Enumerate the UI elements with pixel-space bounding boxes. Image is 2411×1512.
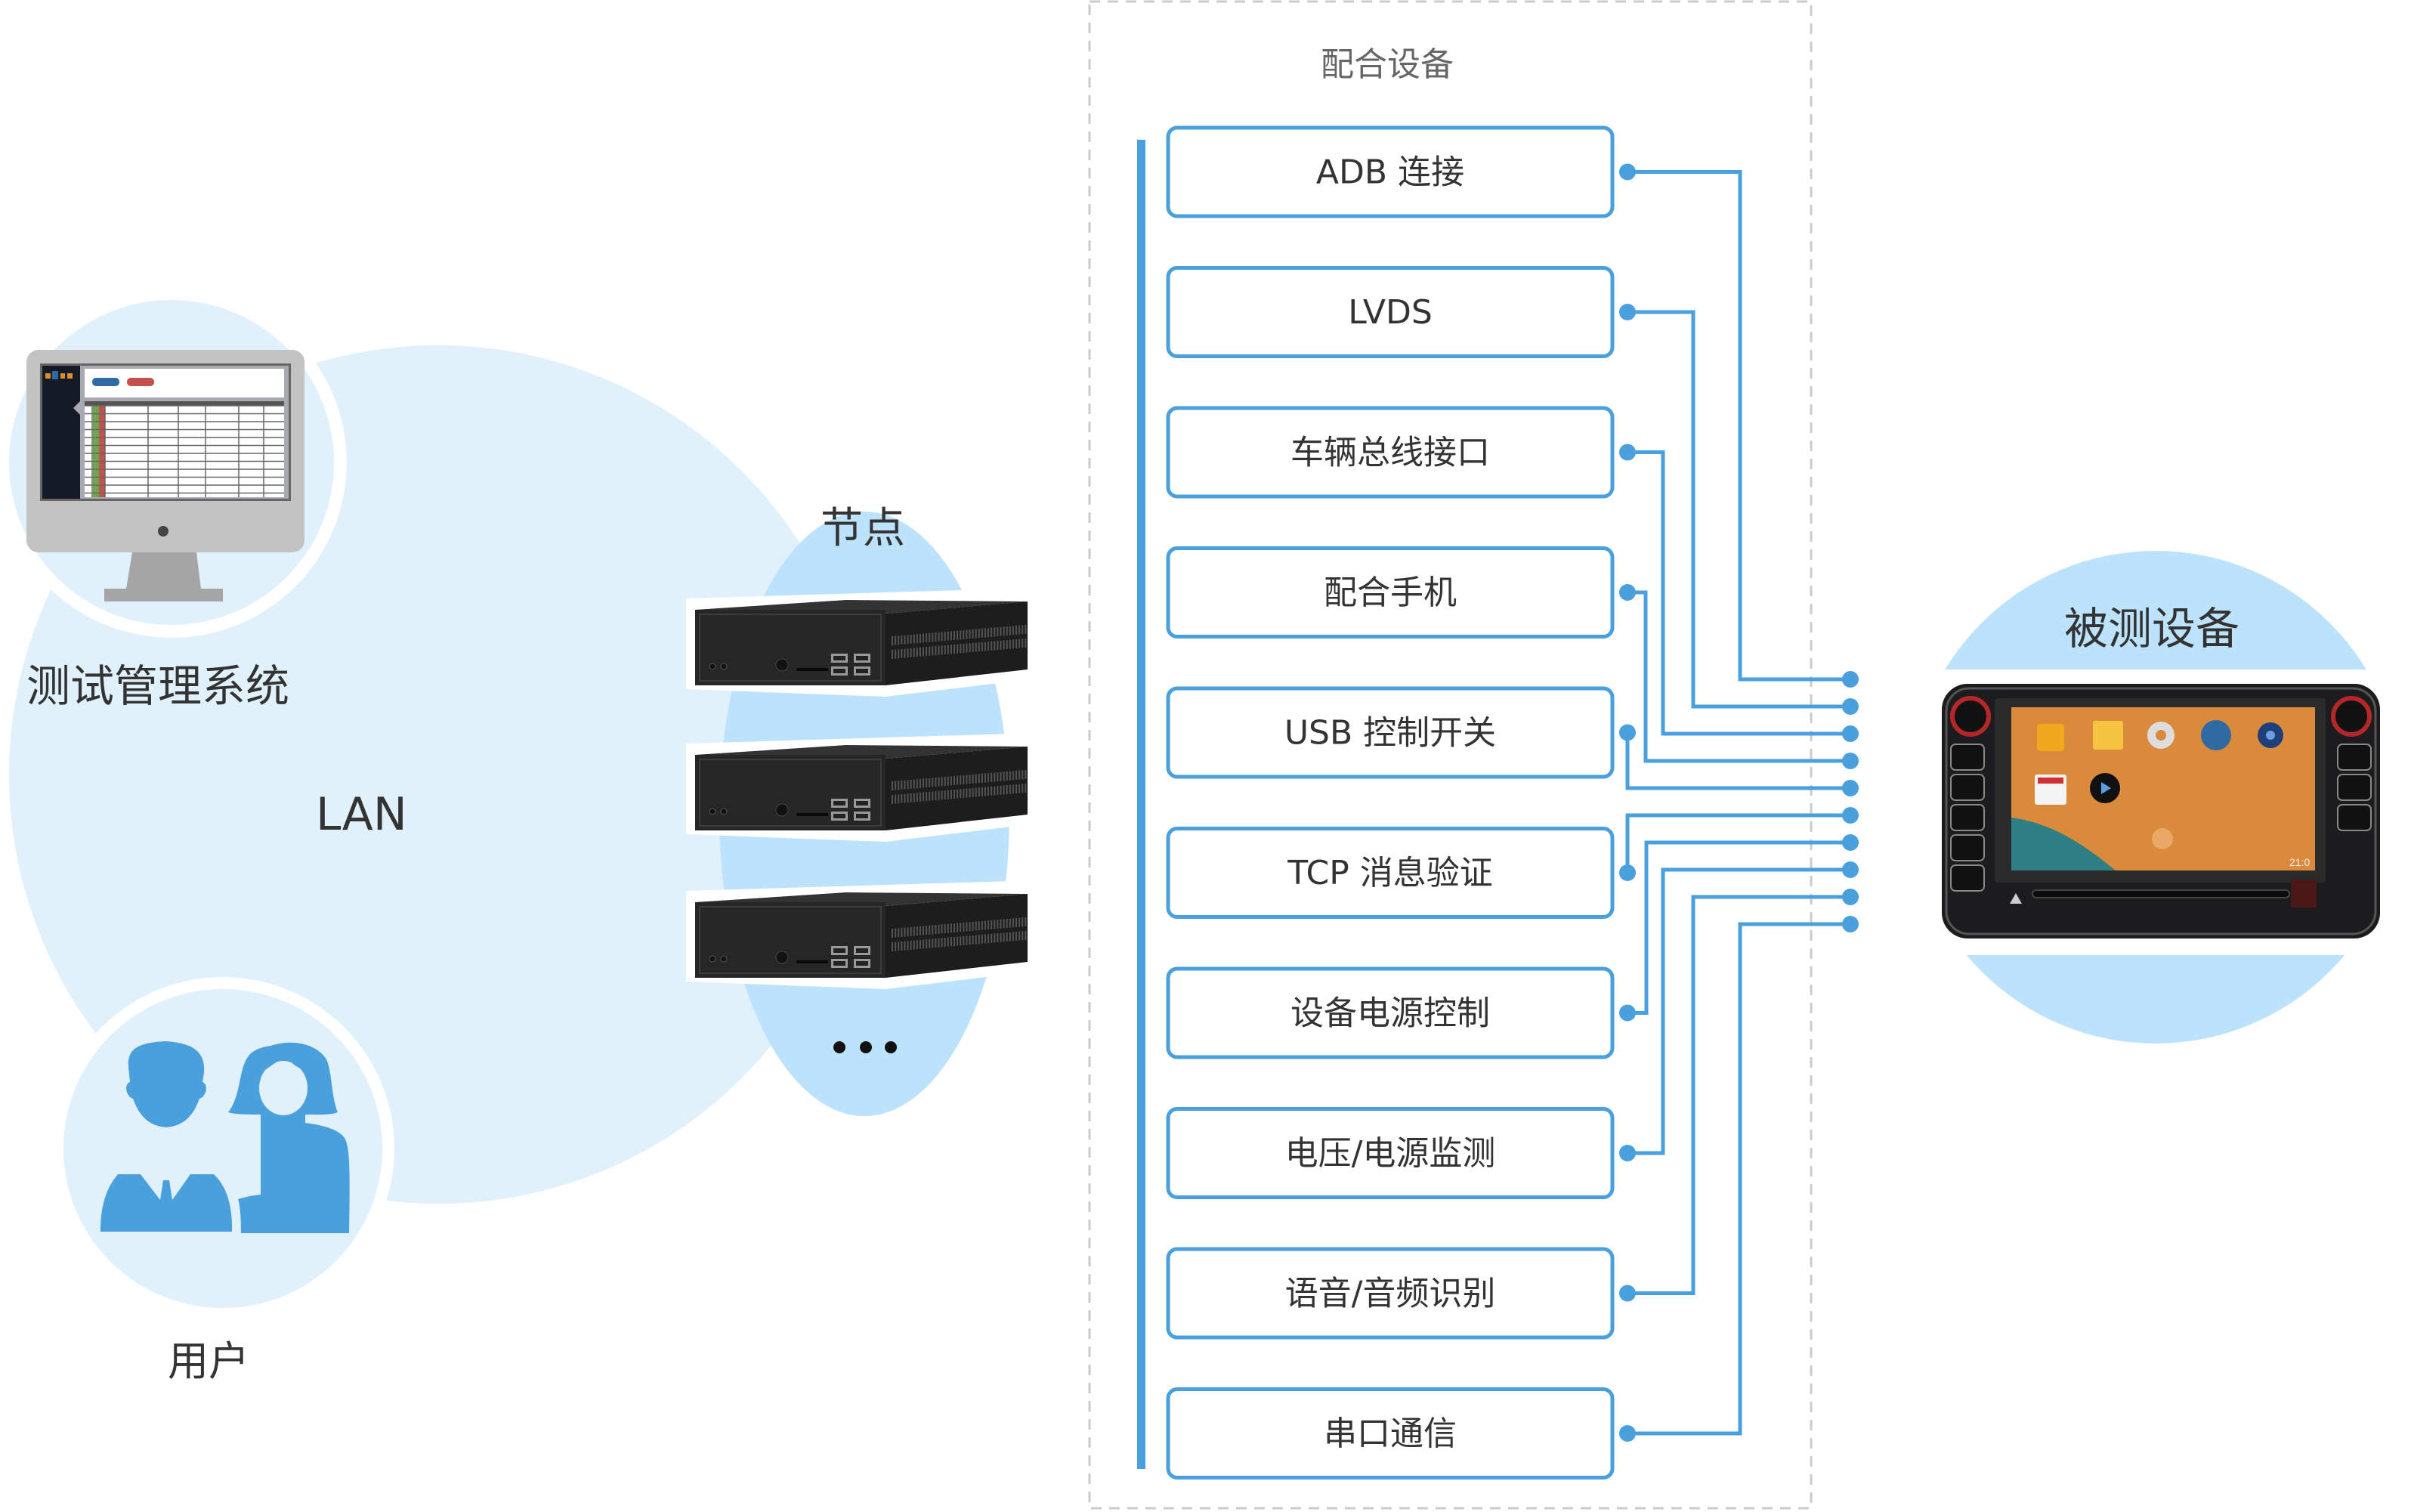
node-label: 节点 [821,504,905,553]
aux-device-label: 配合手机 [1324,574,1457,612]
aux-device-item: LVDS [1166,266,1615,358]
dut-port-dot [1842,780,1859,796]
dut-port-dot [1842,725,1859,742]
connector-line [1627,170,1850,682]
aux-port-dot [1619,864,1636,881]
more-nodes-ellipsis [833,1041,897,1053]
aux-device-box [1166,966,1615,1059]
connector-line [1627,895,1850,1295]
aux-devices-container [1088,0,1813,1510]
aux-device-item: 串口通信 [1166,1387,1615,1480]
aux-device-box [1166,406,1615,499]
server-node [686,880,1037,989]
left-knob [1950,696,1991,737]
dut-port-dot [1842,671,1859,688]
aux-device-item: 电压/电源监测 [1166,1107,1615,1199]
aux-port-dot [1619,163,1636,181]
aux-device-label: 设备电源控制 [1291,994,1490,1033]
aux-port-dot [1619,584,1636,601]
user-label: 用户 [168,1337,249,1385]
aux-device-label: 电压/电源监测 [1285,1134,1496,1173]
server-node [686,733,1037,842]
monitor-table-grid [85,401,284,497]
aux-device-box [1166,125,1615,218]
dut-port-dot [1842,889,1859,905]
connector-line [1625,732,1850,790]
aux-device-label: 语音/音频识别 [1285,1275,1496,1313]
system-label: 测试管理系统 [26,660,289,712]
aux-port-dot [1619,724,1636,741]
screen-app-icons [2035,720,2283,849]
aux-device-box [1166,1107,1615,1199]
connector-line [1627,867,1850,1155]
aux-bus-bar [1137,140,1145,1469]
dut-port-dot [1842,753,1859,769]
aux-device-label: USB 控制开关 [1284,714,1496,753]
aux-device-label: LVDS [1348,293,1433,332]
aux-devices-title: 配合设备 [1321,45,1454,84]
connector-lines [1619,163,1859,1442]
connector-line [1627,310,1850,709]
aux-device-box [1166,1247,1615,1340]
aux-port-dot [1619,1145,1636,1161]
dut-port-dot [1842,698,1859,715]
aux-device-item: ADB 连接 [1166,125,1615,218]
dut-port-dot [1842,861,1859,878]
screen-clock: 21:0 [2289,856,2310,868]
connector-line [1627,922,1850,1436]
dut-port-dot [1842,807,1859,824]
connector-line [1627,840,1850,1015]
connector-line [1625,813,1850,873]
aux-device-label: 串口通信 [1324,1415,1457,1453]
aux-device-item: TCP 消息验证 [1166,827,1615,919]
car-head-unit: 21:0 [1942,684,2380,938]
lan-label: LAN [316,788,407,841]
aux-port-dot [1619,1285,1636,1302]
aux-port-dot [1619,444,1636,461]
aux-device-label: 车辆总线接口 [1291,434,1490,472]
server-stack [686,588,1037,989]
aux-device-item: 语音/音频识别 [1166,1247,1615,1340]
disc-slot [2032,889,2290,898]
aux-device-item: USB 控制开关 [1166,686,1615,779]
aux-port-dot [1619,1004,1636,1022]
aux-device-box [1166,1387,1615,1480]
users-icon [100,1041,350,1233]
aux-device-box [1166,266,1615,358]
monitor-icon [26,350,304,601]
server-node [686,588,1037,697]
aux-device-label: ADB 连接 [1316,153,1464,192]
aux-device-item: 配合手机 [1166,546,1615,639]
aux-device-box [1166,686,1615,779]
right-knob [2331,696,2372,737]
dut-port-dot [1842,834,1859,851]
connector-line [1627,590,1850,763]
dut-port-dot [1842,916,1859,932]
connector-line [1627,450,1850,736]
aux-device-box [1166,827,1615,919]
aux-port-dot [1619,1425,1636,1442]
dut-label: 被测设备 [2064,603,2239,654]
aux-port-dot [1619,304,1636,320]
aux-device-item: 设备电源控制 [1166,966,1615,1059]
aux-device-box [1166,546,1615,639]
aux-device-item: 车辆总线接口 [1166,406,1615,499]
aux-device-label: TCP 消息验证 [1287,854,1493,892]
